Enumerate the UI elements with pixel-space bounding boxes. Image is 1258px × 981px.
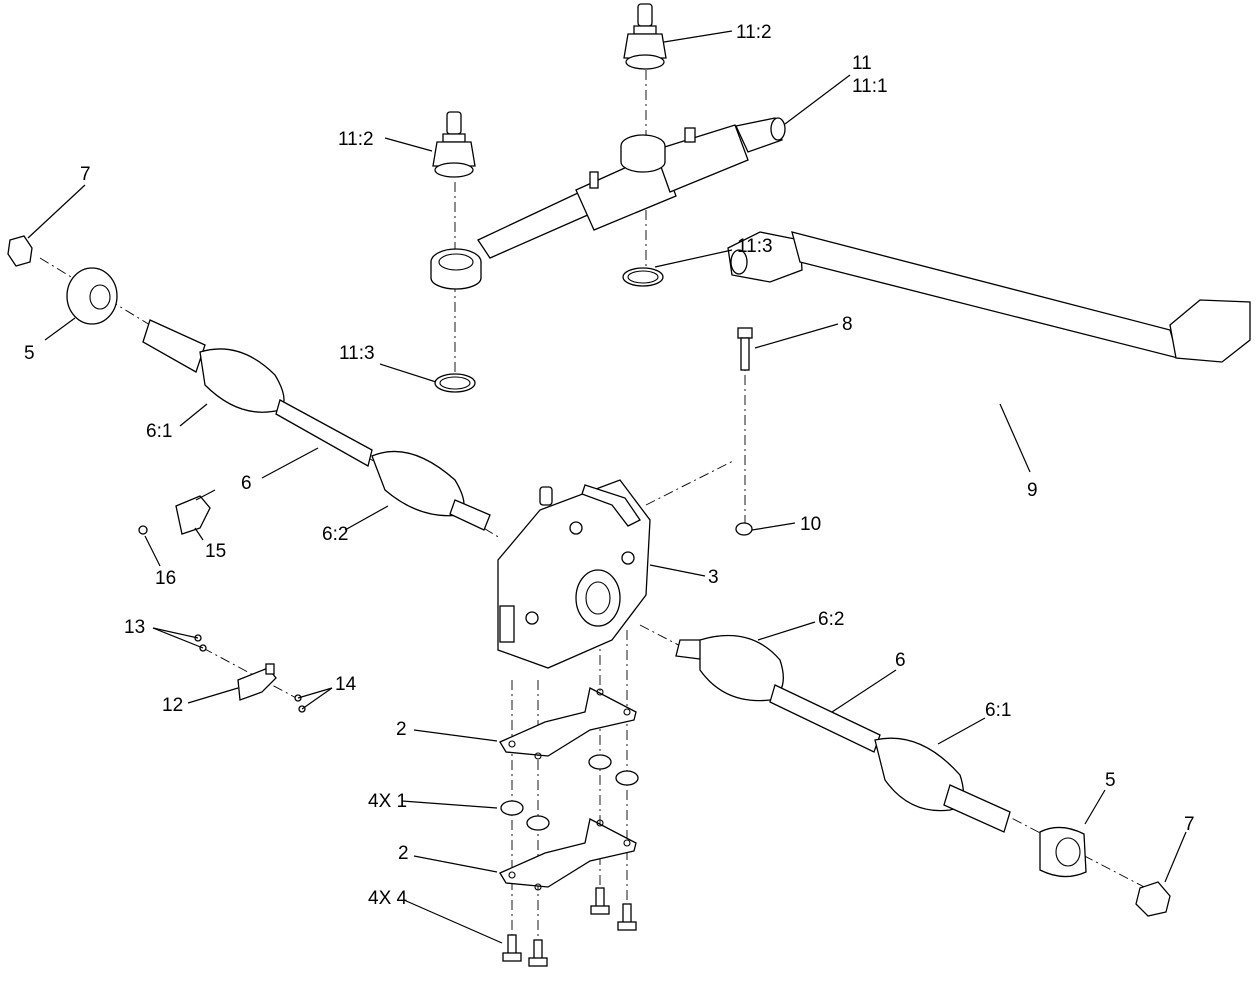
- callout-11-2-left: 11:2: [338, 129, 374, 150]
- bolt-8: [737, 327, 753, 371]
- mounting-plate-bottom: [499, 818, 637, 891]
- drive-shaft: [727, 231, 1251, 363]
- callout-2-bottom: 2: [398, 843, 409, 864]
- callout-6-left: 6: [241, 473, 252, 494]
- ball-joint-top: [623, 3, 667, 70]
- callout-6-right: 6: [895, 650, 906, 671]
- callout-4x4: 4X 4: [368, 888, 408, 909]
- callout-13: 13: [124, 617, 145, 638]
- callout-6-1-right: 6:1: [985, 700, 1011, 721]
- callout-15: 15: [205, 541, 226, 562]
- callout-6-1-left: 6:1: [146, 421, 172, 442]
- callout-labels: 11:2 11 11:1 11:2 7 11:3 5 8 11:3 6:1 6 …: [24, 22, 1195, 909]
- left-axle: [7, 235, 491, 531]
- nut-10: [735, 522, 753, 536]
- isolators: [500, 754, 639, 831]
- steering-rack: [430, 117, 786, 290]
- callout-10: 10: [800, 514, 821, 535]
- callout-9: 9: [1027, 480, 1038, 501]
- callout-7-left: 7: [80, 164, 91, 185]
- callout-11: 11: [852, 53, 872, 74]
- bracket-15: [175, 489, 216, 535]
- callout-8: 8: [842, 314, 853, 335]
- callout-12: 12: [162, 695, 183, 716]
- callout-4x1: 4X 1: [368, 791, 407, 812]
- callout-5-left: 5: [24, 343, 35, 364]
- callout-7-right: 7: [1184, 814, 1195, 835]
- callout-5-right: 5: [1105, 770, 1116, 791]
- callout-14: 14: [335, 674, 357, 695]
- right-axle: [675, 634, 1171, 917]
- callout-11-3-left: 11:3: [339, 343, 375, 364]
- screw-16: [138, 525, 148, 535]
- callout-11-2-top: 11:2: [736, 22, 772, 43]
- callout-6-2-left: 6:2: [322, 524, 348, 545]
- mounting-plate-top: [499, 687, 637, 760]
- mount-bolts: [502, 887, 637, 967]
- callout-3: 3: [708, 567, 719, 588]
- callout-11-1: 11:1: [852, 76, 888, 97]
- leader-lines: [27, 30, 1187, 944]
- callout-6-2-right: 6:2: [818, 609, 844, 630]
- callout-11-3-right: 11:3: [737, 236, 773, 257]
- retaining-rings: [434, 267, 664, 393]
- callout-16: 16: [155, 568, 176, 589]
- gearbox: [497, 479, 651, 669]
- callout-2-top: 2: [396, 719, 407, 740]
- sensor-12: [237, 663, 277, 701]
- ball-joint-left: [432, 111, 476, 178]
